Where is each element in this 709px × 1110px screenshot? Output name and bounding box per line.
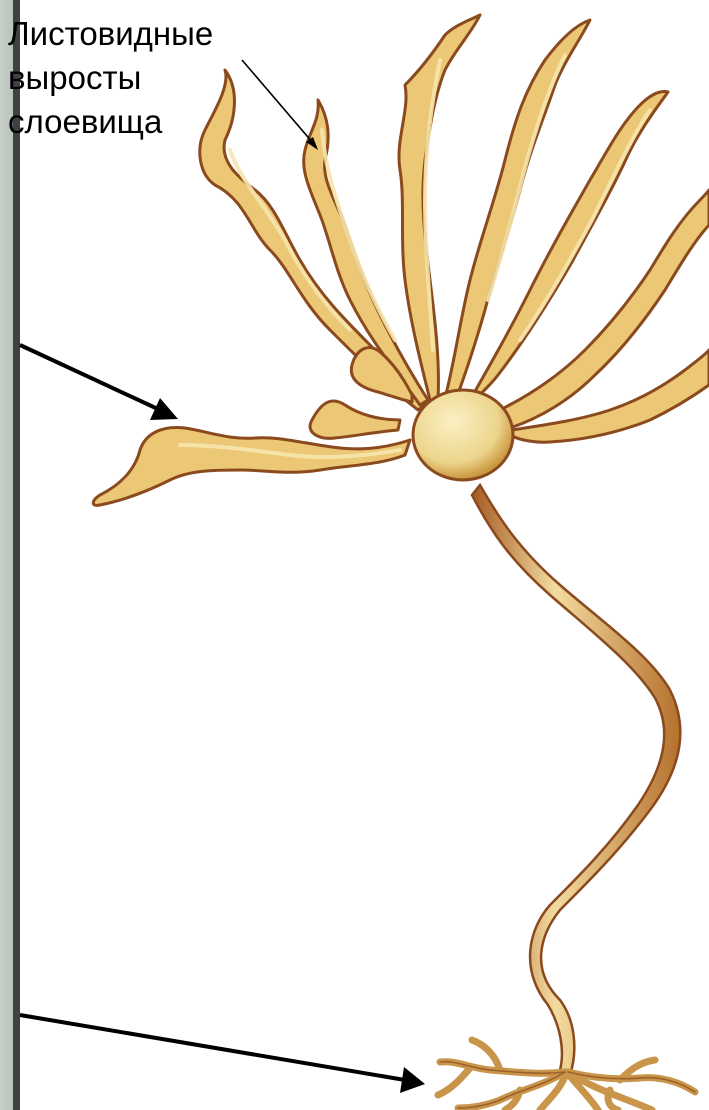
blade-fragment-1 bbox=[310, 401, 400, 438]
holdfast-arrow-head bbox=[400, 1067, 425, 1093]
annotation-arrows bbox=[20, 60, 425, 1093]
blade-arrow-line bbox=[20, 345, 160, 410]
bulb bbox=[413, 390, 513, 480]
stipe bbox=[472, 485, 680, 1075]
holdfast-arrow-line bbox=[20, 1015, 405, 1080]
leaf-outgrowths-label: Листовидные выросты слоевища bbox=[8, 12, 288, 144]
blade-8 bbox=[93, 427, 410, 505]
